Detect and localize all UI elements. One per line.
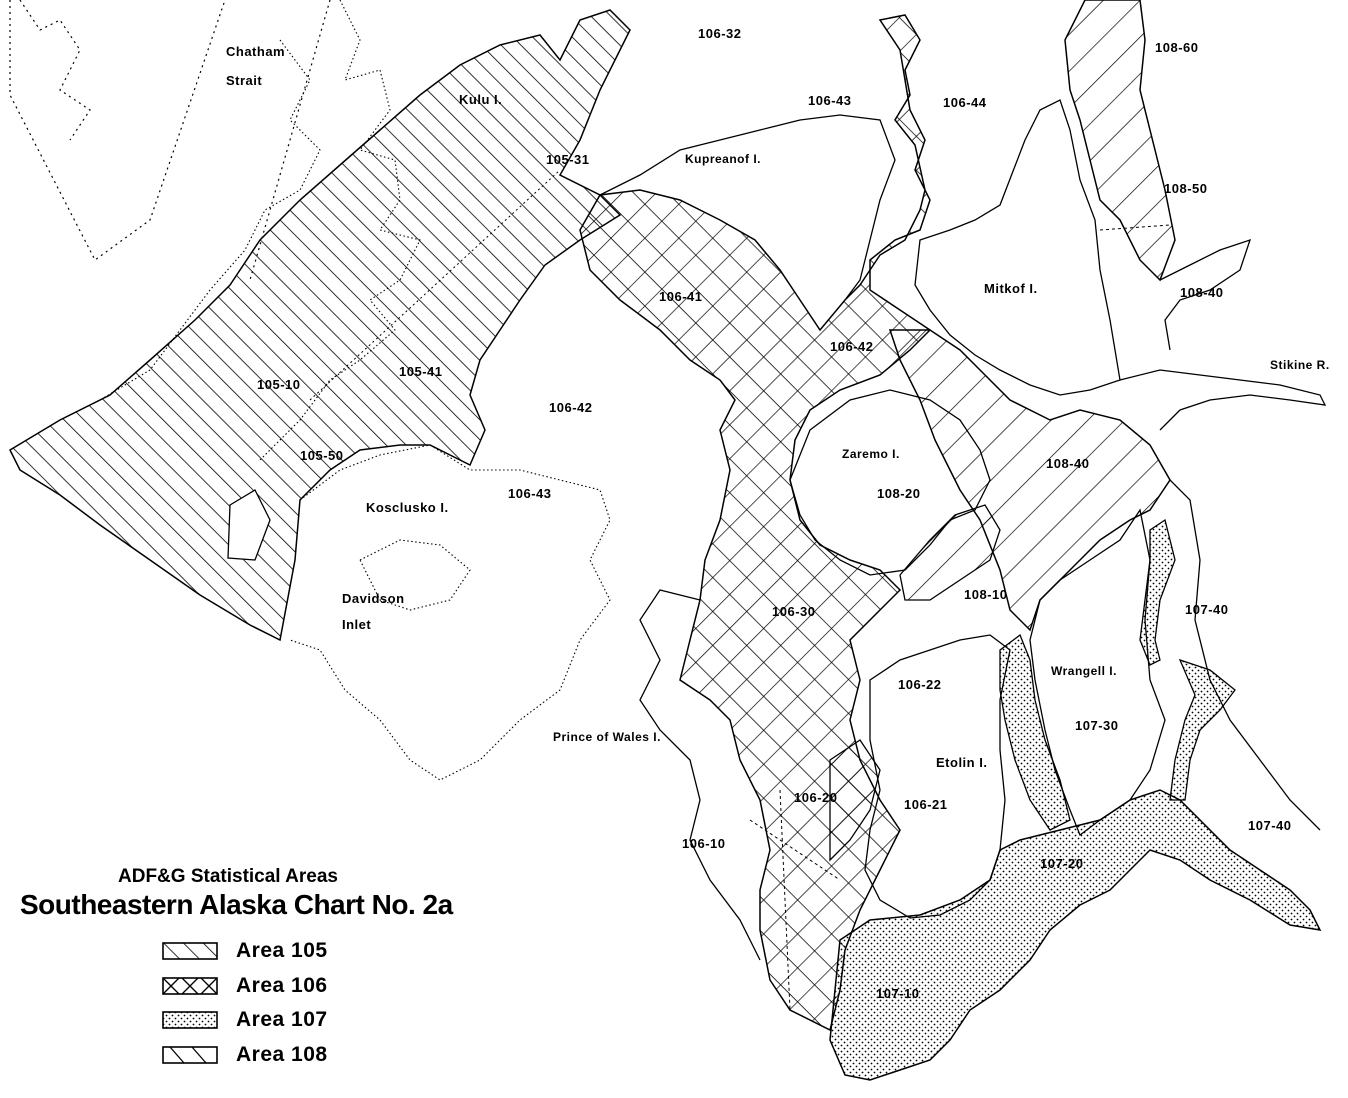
legend-swatch-108 [162,1046,218,1064]
label-kupreanof: Kupreanof I. [685,152,762,166]
label-strait: Strait [226,73,263,88]
label-mitkof: Mitkof I. [984,281,1038,296]
legend-item-106: Area 106 [162,973,328,999]
legend-label-105: Area 105 [236,939,328,962]
label-stikine: Stikine R. [1270,358,1330,372]
label-106-21: 106-21 [904,797,948,812]
label-107-30: 107-30 [1075,718,1119,733]
label-105-41: 105-41 [399,364,443,379]
label-zarembo: Zaremo I. [842,447,900,461]
label-106-42-north: 106-42 [830,339,874,354]
label-108-60: 108-60 [1155,40,1199,55]
area-108-central [888,329,1171,632]
legend-swatch-106 [162,977,218,995]
legend-title: ADF&G Statistical Areas [118,866,338,887]
label-107-10: 107-10 [876,986,920,1001]
label-108-40-east: 108-40 [1180,285,1224,300]
label-106-41-north: 106-41 [659,289,703,304]
label-107-20: 107-20 [1040,856,1084,871]
label-106-10: 106-10 [682,836,726,851]
label-108-10: 108-10 [964,587,1008,602]
legend-subtitle: Southeastern Alaska Chart No. 2a [20,889,453,920]
area-107-east-arm [1169,658,1236,801]
label-106-22: 106-22 [898,677,942,692]
label-106-43-north: 106-43 [808,93,852,108]
label-106-43-south: 106-43 [508,486,552,501]
label-etolin: Etolin I. [936,755,988,770]
label-106-20: 106-20 [794,790,838,805]
label-chatham: Chatham [226,44,286,59]
label-107-40-north: 107-40 [1185,602,1229,617]
chatham-strait-boundary [9,0,331,281]
area-106-upper [579,14,932,1032]
label-106-32: 106-32 [698,26,742,41]
label-105-10: 105-10 [257,377,301,392]
label-pow: Prince of Wales I. [553,730,661,744]
legend-label-106: Area 106 [236,974,328,997]
label-107-40-south: 107-40 [1248,818,1292,833]
label-105-31: 105-31 [546,152,590,167]
legend-label-108: Area 108 [236,1043,328,1066]
area-107-south [829,789,1322,1081]
lake-105 [227,489,271,561]
area-108-north [1064,0,1176,282]
label-wrangell: Wrangell I. [1051,664,1117,678]
area-105-region [9,9,631,642]
label-108-40-central: 108-40 [1046,456,1090,471]
area-107-wrangell-channel [999,633,1071,831]
legend-label-107: Area 107 [236,1008,328,1031]
legend-item-105: Area 105 [162,938,328,964]
legend-item-108: Area 108 [162,1042,328,1068]
legend-swatch-107 [162,1011,218,1029]
kosciusko-coastline [289,444,611,781]
area-107-east [1139,518,1176,666]
label-108-50: 108-50 [1164,181,1208,196]
label-105-50: 105-50 [300,448,344,463]
area-108-zarembo-south [899,504,1001,601]
legend-swatch-105 [162,942,218,960]
label-inlet: Inlet [342,617,372,632]
coastlines [599,99,1327,961]
label-106-42-south: 106-42 [549,400,593,415]
area-106-stem [829,739,881,862]
kuiu-coastline [59,0,421,461]
label-106-44: 106-44 [943,95,987,110]
label-106-30: 106-30 [772,604,816,619]
legend-item-107: Area 107 [162,1007,328,1033]
label-108-20: 108-20 [877,486,921,501]
label-davidson: Davidson [342,591,405,606]
subdistrict-lines [749,224,1171,1011]
divider-105 [309,169,561,401]
label-kosciusko: Kosclusko I. [366,500,449,515]
label-kulu: Kulu I. [459,92,503,107]
